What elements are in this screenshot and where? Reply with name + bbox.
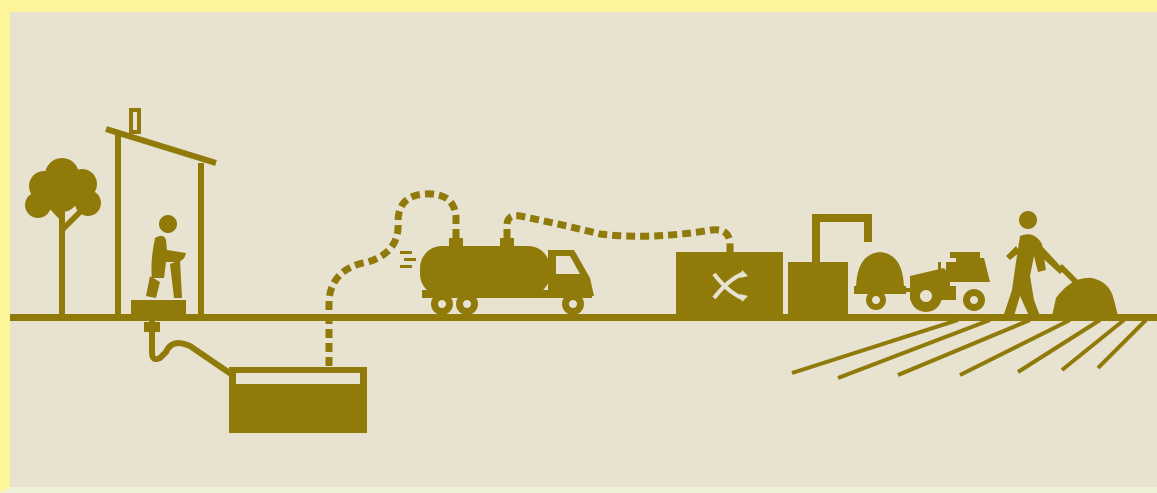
tractor-trailer-icon — [854, 252, 990, 312]
pipe-joint — [144, 322, 160, 332]
vacuum-truck-icon — [400, 238, 594, 315]
toilet-house-icon — [106, 110, 216, 316]
septic-tank-icon — [229, 367, 367, 433]
toilet-pipe — [152, 320, 234, 376]
farmer-icon — [1004, 211, 1118, 318]
treatment-plant-icon — [676, 214, 872, 315]
tree-icon — [25, 158, 101, 316]
person-squatting-icon — [131, 215, 186, 314]
field-furrows-icon — [792, 320, 1146, 378]
discharge-hose — [507, 216, 730, 252]
